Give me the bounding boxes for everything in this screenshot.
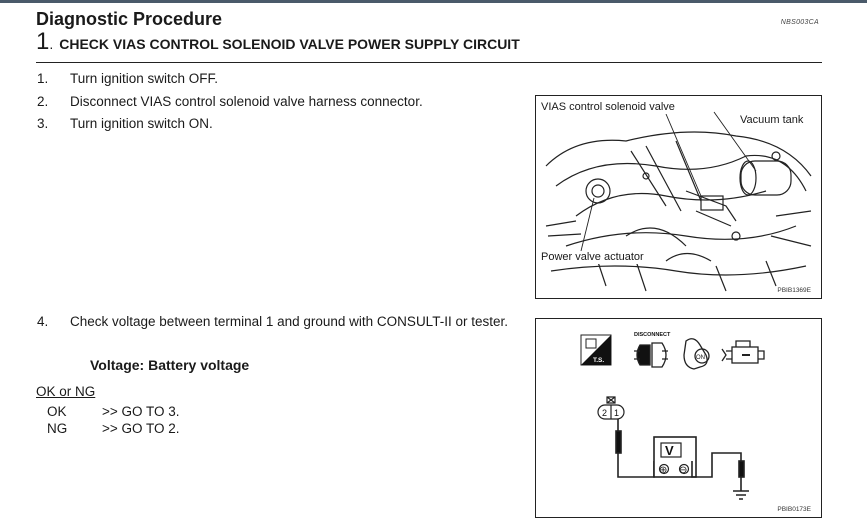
step-title: CHECK VIAS CONTROL SOLENOID VALVE POWER … [59,36,520,52]
pin-label: 2 [602,408,607,418]
list-item-text: Disconnect VIAS control solenoid valve h… [70,93,423,109]
step-dot: . [49,36,54,52]
label-vias-valve: VIAS control solenoid valve [540,101,676,114]
ignition-key-icon [683,338,710,370]
list-item-number: 1. [37,71,49,86]
result-key: NG [47,421,68,436]
disconnect-label: DISCONNECT [634,332,671,338]
engine-drawing [545,111,812,292]
result-key: OK [47,404,67,419]
ts-label: T.S. [593,357,604,364]
on-label: ON [696,355,705,361]
engine-icon [721,340,765,364]
pin-label: 1 [614,408,619,418]
list-item-number: 3. [37,116,49,131]
list-item-number: 4. [37,314,49,329]
list-item-text: Turn ignition switch ON. [70,116,213,131]
list-item-text: Check voltage between terminal 1 and gro… [70,314,508,329]
step-number: 1 [36,28,50,55]
result-action: >> GO TO 2. [102,421,180,436]
label-vacuum-tank: Vacuum tank [739,114,805,127]
meter-minus: ⊖ [679,465,687,476]
list-item-number: 2. [37,93,49,109]
document-id: NBS003CA [780,19,819,26]
page-title: Diagnostic Procedure [36,9,223,29]
wiring-drawing: T.S. DISCONNECT ON 2 1 V ⊕ ⊖ [580,332,765,500]
voltage-spec: Voltage: Battery voltage [90,357,250,373]
top-border [0,0,867,3]
disconnect-icon [634,342,668,368]
engine-illustration: VIAS control solenoid valve Vacuum tank … [535,95,822,299]
label-power-valve-actuator: Power valve actuator [540,251,645,264]
ts-icon [580,334,612,366]
figure-code: PBIB0173E [777,506,811,513]
step-heading: 1 . CHECK VIAS CONTROL SOLENOID VALVE PO… [36,30,520,54]
result-heading: OK or NG [36,384,96,399]
meter-plus: ⊕ [659,465,667,476]
connector-symbol [597,396,625,420]
figure-code: PBIB1369E [777,287,811,294]
voltage-check-diagram: T.S. DISCONNECT ON 2 1 V ⊕ ⊖ PBIB0173E [535,318,822,518]
result-action: >> GO TO 3. [102,404,180,419]
heading-rule [36,62,822,63]
list-item-text: Turn ignition switch OFF. [70,71,219,86]
meter-letter: V [665,443,674,458]
